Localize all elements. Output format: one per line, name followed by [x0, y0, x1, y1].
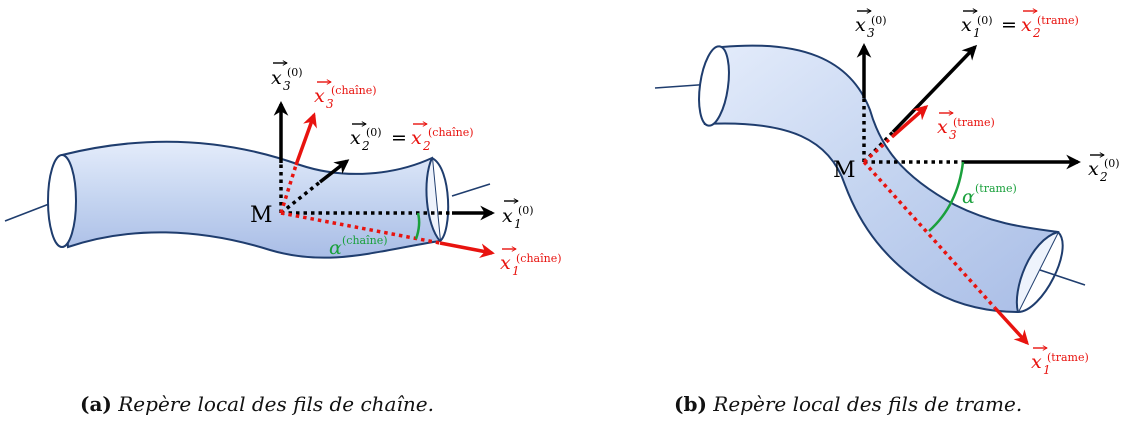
- panel-a: M x 3 (0) x 3 (chaîne) x 2 (0) = x 2 (ch…: [4, 63, 562, 278]
- svg-text:(trame): (trame): [1037, 14, 1079, 27]
- svg-text:(0): (0): [977, 14, 993, 27]
- svg-text:(0): (0): [287, 66, 303, 79]
- panel-b: M x 3 (0) x 1 (0) = x 2 (trame) x 3 (tra…: [654, 11, 1120, 377]
- svg-text:x: x: [1031, 351, 1042, 373]
- svg-text:=: =: [391, 127, 407, 149]
- axis-x3-trame-b: [862, 134, 895, 164]
- tube-end-left-a: [47, 154, 77, 248]
- label-x1-0-b: x 1 (0) =: [961, 11, 1017, 40]
- caption-a-tag: (a): [80, 392, 112, 416]
- caption-b: (b) Repère local des fils de trame.: [674, 392, 1022, 416]
- svg-text:x: x: [500, 252, 511, 274]
- svg-text:3: 3: [283, 79, 291, 93]
- angle-arc-a: [414, 212, 421, 240]
- label-x3-chaine-a: x 3 (chaîne): [314, 82, 377, 111]
- label-x3-0-b: x 3 (0): [855, 11, 887, 40]
- tube-end-left-b: [698, 45, 730, 127]
- svg-text:x: x: [1088, 158, 1099, 180]
- svg-text:(chaîne): (chaîne): [428, 126, 474, 139]
- caption-a-text: Repère local des fils de chaîne.: [118, 392, 434, 416]
- label-x2-0-b: x 2 (0): [1088, 155, 1120, 184]
- caption-a: (a) Repère local des fils de chaîne.: [80, 392, 434, 416]
- svg-text:(chaîne): (chaîne): [331, 84, 377, 97]
- weft-yarn-tube: [703, 44, 1060, 314]
- tube-end-right-a: [431, 157, 450, 242]
- svg-text:x: x: [314, 85, 325, 107]
- svg-text:x: x: [1021, 14, 1032, 36]
- svg-text:α: α: [329, 237, 342, 259]
- svg-text:x: x: [271, 67, 282, 89]
- svg-text:2: 2: [361, 139, 370, 153]
- svg-text:(trame): (trame): [975, 182, 1017, 195]
- axis-x1-trame-b: [862, 160, 997, 310]
- label-x1-trame-b: x 1 (trame): [1031, 348, 1089, 377]
- label-alpha-trame-b: α (trame): [962, 182, 1017, 208]
- svg-text:α: α: [962, 186, 975, 208]
- svg-text:2: 2: [422, 139, 431, 153]
- label-x2-0-a: x 2 (0) =: [350, 124, 407, 153]
- label-x3-0-a: x 3 (0): [271, 63, 303, 93]
- svg-text:(0): (0): [366, 126, 382, 139]
- caption-b-tag: (b): [674, 392, 707, 416]
- svg-text:1: 1: [512, 264, 520, 278]
- svg-text:x: x: [961, 14, 972, 36]
- svg-text:=: =: [1001, 14, 1017, 36]
- svg-text:1: 1: [973, 26, 981, 40]
- label-x1-0-a: x 1 (0): [502, 201, 534, 231]
- tube-end-right-b: [1017, 231, 1064, 313]
- svg-text:x: x: [350, 127, 361, 149]
- label-x2-trame-b: x 2 (trame): [1021, 11, 1079, 40]
- label-x3-trame-b: x 3 (trame): [937, 113, 995, 142]
- caption-b-text: Repère local des fils de trame.: [713, 392, 1023, 416]
- axis-x3-chaine-a: [279, 164, 298, 214]
- label-alpha-chaine-a: α (chaîne): [329, 234, 388, 259]
- angle-arc-b: [928, 161, 965, 232]
- svg-text:x: x: [411, 127, 422, 149]
- svg-text:2: 2: [1032, 26, 1041, 40]
- svg-text:(0): (0): [1104, 157, 1120, 170]
- svg-text:(trame): (trame): [953, 116, 995, 129]
- svg-text:(trame): (trame): [1047, 351, 1089, 364]
- svg-text:x: x: [937, 116, 948, 138]
- svg-text:(0): (0): [871, 14, 887, 27]
- point-m-b: M: [833, 158, 856, 183]
- svg-text:(chaîne): (chaîne): [342, 234, 388, 247]
- svg-text:1: 1: [514, 217, 522, 231]
- label-x2-chaine-a: x 2 (chaîne): [411, 124, 474, 153]
- svg-text:3: 3: [326, 97, 334, 111]
- svg-text:x: x: [502, 205, 513, 227]
- svg-text:3: 3: [949, 128, 957, 142]
- svg-text:(chaîne): (chaîne): [516, 252, 562, 265]
- svg-text:1: 1: [1043, 363, 1051, 377]
- svg-text:(0): (0): [518, 204, 534, 217]
- svg-text:x: x: [855, 14, 866, 36]
- svg-text:2: 2: [1099, 170, 1108, 184]
- point-m-a: M: [250, 203, 273, 228]
- label-x1-chaine-a: x 1 (chaîne): [500, 249, 562, 278]
- svg-text:3: 3: [867, 26, 875, 40]
- axis-x2-0-a: [279, 180, 322, 215]
